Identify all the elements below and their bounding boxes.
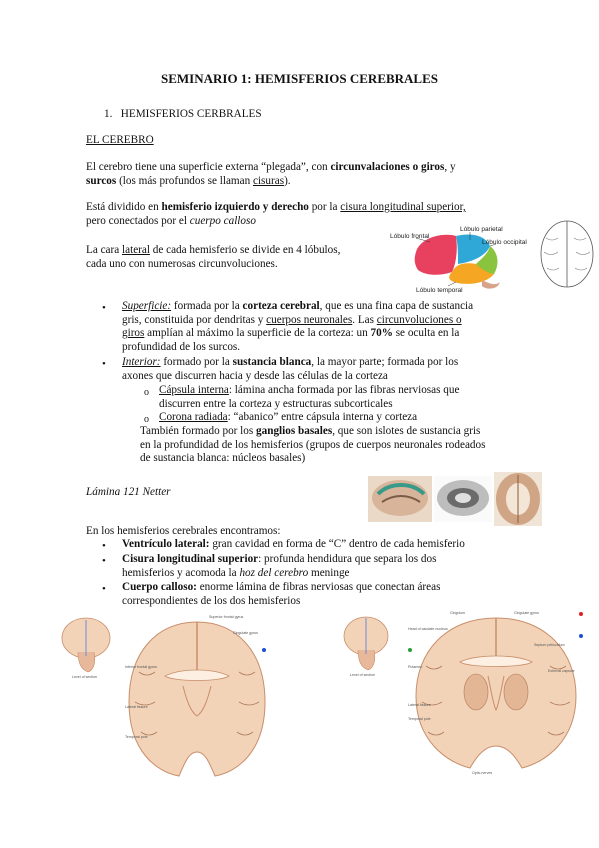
paragraph-lobulos: La cara lateral de cada hemisferio se di… [86,244,341,270]
section-number: 1. [104,108,113,120]
head-section-thumbnail-left: Level of section [61,617,111,679]
lamina-reference: Lámina 121 Netter [86,486,171,498]
bullet-interior: Interior: formado por la sustancia blanc… [122,356,459,382]
coronal-section-figure-left: Superior frontal gyrus Cingulate gyrus I… [125,615,266,777]
svg-text:Superior frontal gyrus: Superior frontal gyrus [209,615,244,619]
svg-text:Lateral fissure: Lateral fissure [125,705,148,709]
svg-text:Level of section: Level of section [72,675,97,679]
svg-text:Cingulate gyrus: Cingulate gyrus [233,631,258,635]
svg-text:Head of caudate nucleus: Head of caudate nucleus [408,627,448,631]
brain-lobes-figure: Lóbulo frontal Lóbulo parietal Lóbulo oc… [390,226,527,294]
paragraph-ganglios-basales: También formado por los ganglios basales… [140,425,486,465]
svg-text:Temporal pole: Temporal pole [125,735,148,739]
label-lobulo-parietal: Lóbulo parietal [460,226,503,233]
label-lobulo-temporal: Lóbulo temporal [416,287,463,294]
bullet-dot: • [102,302,106,314]
svg-text:Temporal pole: Temporal pole [408,717,431,721]
bullet-cuerpo-calloso: Cuerpo calloso: enorme lámina de fibras … [122,581,441,607]
svg-text:Septum pellucidum: Septum pellucidum [534,643,565,647]
sub-bullet-capsula-interna: Cápsula interna: lámina ancha formada po… [159,384,460,410]
bullet-dot: • [102,540,106,552]
svg-text:Cingulum: Cingulum [450,611,465,615]
lobe-frontal-region [414,234,457,275]
subsection-heading: EL CEREBRO [86,134,154,146]
paragraph-cerebro-superficie: El cerebro tiene una superficie externa … [86,161,456,187]
paragraph-intro-hemisferios: En los hemisferios cerebrales encontramo… [86,525,281,537]
brain-top-view-sketch [540,220,594,288]
bullet-dot: • [102,583,106,595]
paragraph-hemisferios: Está dividido en hemisferio izquierdo y … [86,201,466,227]
svg-text:Level of section: Level of section [350,673,375,677]
cerebellum-shape [482,280,500,289]
bullet-ventriculo-lateral: Ventrículo lateral: gran cavidad en form… [122,538,465,550]
sub-bullet: o [144,387,149,398]
label-lobulo-occipital: Lóbulo occipital [482,239,527,246]
bullet-cisura-longitudinal: Cisura longitudinal superior: profunda h… [122,553,437,579]
lobe-parietal-region [456,234,490,264]
bullet-superficie: Superficie: formada por la corteza cereb… [122,300,474,353]
coronal-section-figure-right: Cingulum Cingulate gyrus Head of caudate… [408,611,583,775]
netter-plates-images [368,472,542,526]
svg-text:Optic nerves: Optic nerves [472,771,492,775]
svg-text:Putamen: Putamen [408,665,422,669]
section-label: HEMISFERIOS CERBRALES [120,108,262,120]
svg-text:Cingulate gyrus: Cingulate gyrus [514,611,539,615]
bullet-dot: • [102,555,106,567]
svg-text:Lateral fissure: Lateral fissure [408,703,431,707]
section-heading: 1. HEMISFERIOS CERBRALES [104,108,262,122]
lobe-occipital-region [476,246,498,274]
svg-text:External capsule: External capsule [548,669,575,673]
sub-bullet-corona-radiada: Corona radiada: “abanico” entre cápsula … [159,411,418,423]
bullet-dot: • [102,358,106,370]
page-title: SEMINARIO 1: HEMISFERIOS CEREBRALES [160,71,439,86]
lobe-temporal-region [449,263,494,284]
head-section-thumbnail-right: Level of section [343,616,389,677]
sub-bullet: o [144,414,149,425]
svg-text:Inferior frontal gyrus: Inferior frontal gyrus [125,665,157,669]
label-lobulo-frontal: Lóbulo frontal [390,233,430,240]
